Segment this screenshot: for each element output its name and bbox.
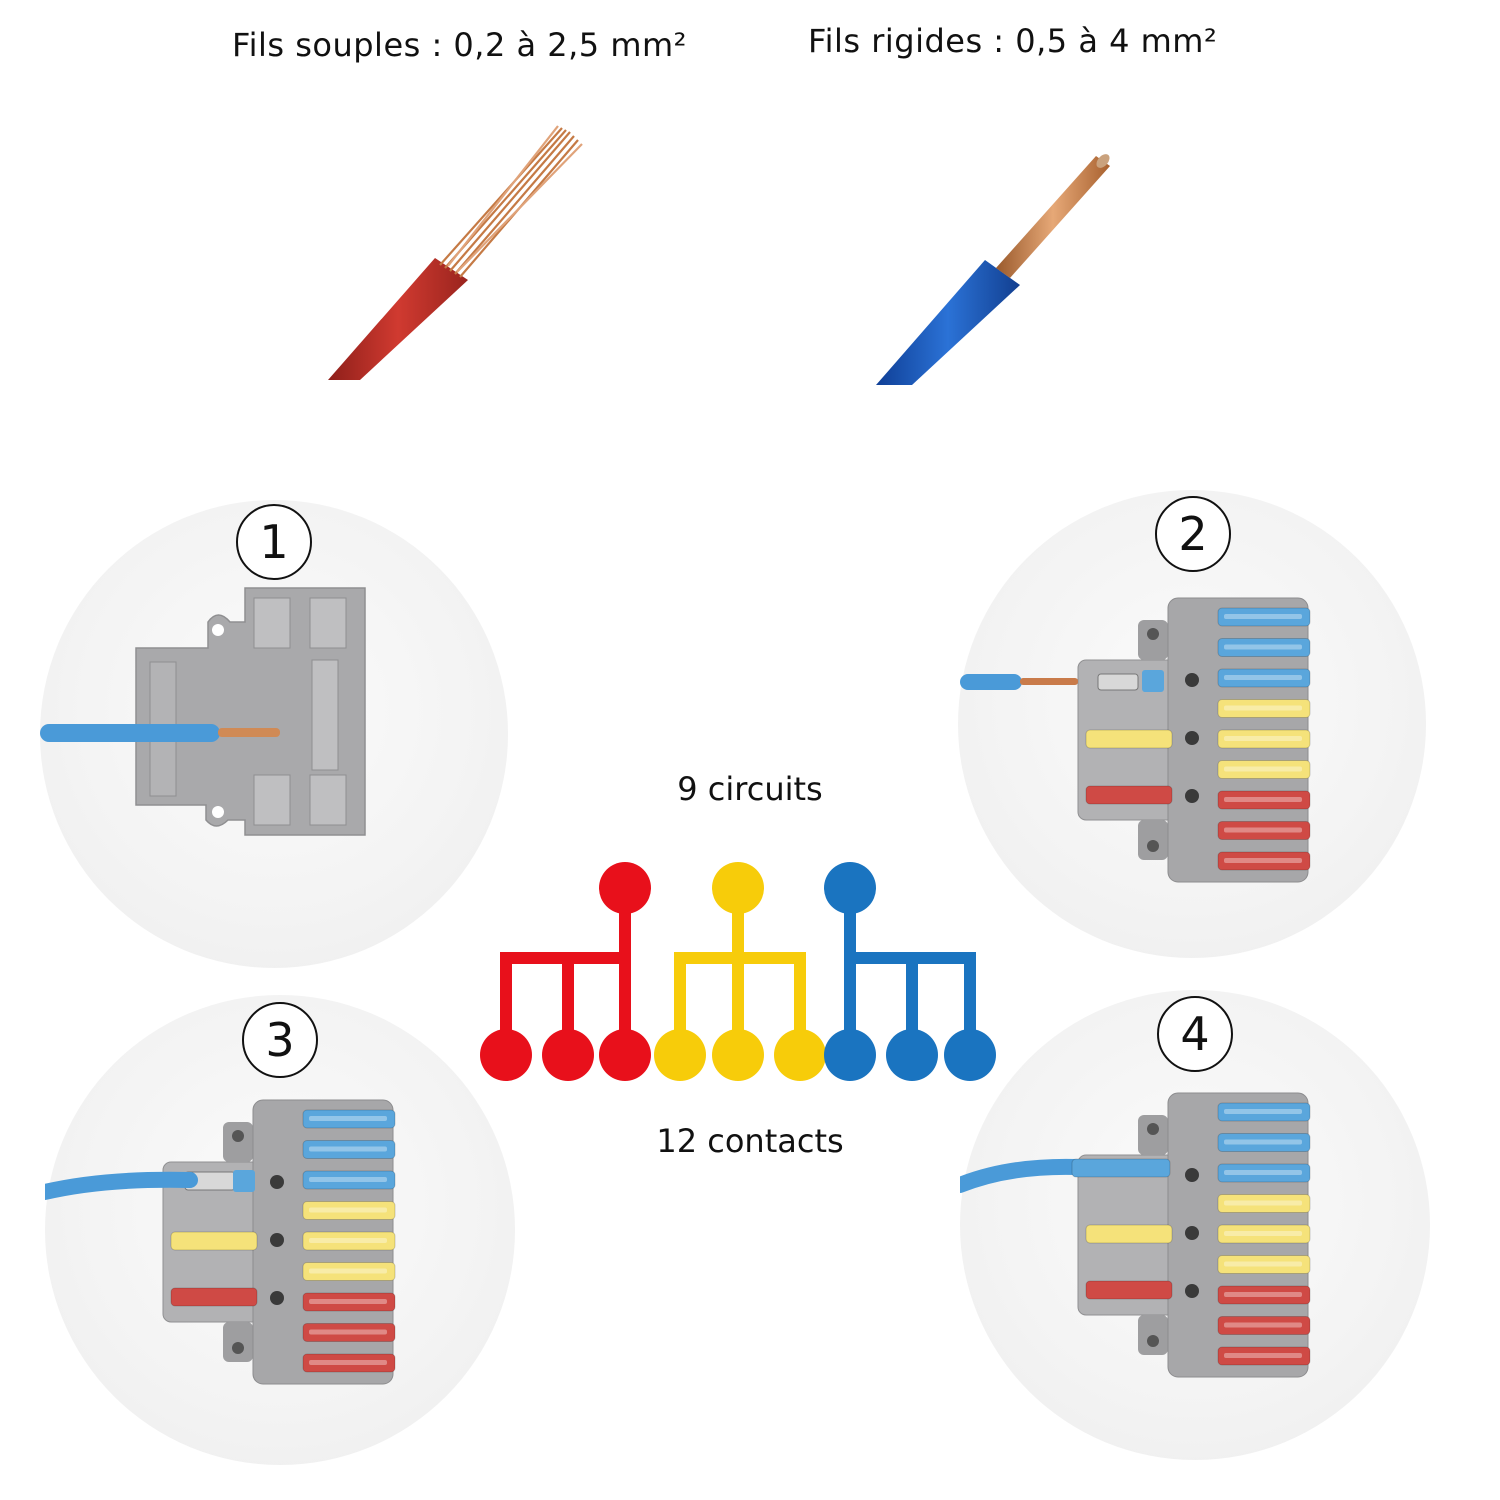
circuit-input-node — [712, 862, 764, 914]
output-lever — [1217, 1163, 1311, 1183]
output-lever — [1217, 1224, 1311, 1244]
stripped-conductor — [1020, 678, 1078, 685]
output-lever — [1217, 851, 1311, 871]
step-1-badge: 1 — [236, 504, 312, 580]
blue-wire — [960, 674, 1022, 690]
output-lever — [302, 1231, 396, 1251]
circuit-diagram — [480, 862, 996, 1081]
circuit-contact-node — [944, 1029, 996, 1081]
circuit-contact-node — [599, 1029, 651, 1081]
mount-hole — [1147, 1335, 1159, 1347]
red-insulation — [328, 258, 468, 380]
step-4-illustration — [960, 1092, 1311, 1378]
multi-lever-connector — [960, 1092, 1311, 1378]
output-lever — [1217, 1133, 1311, 1152]
input-lever-yellow — [1085, 1224, 1173, 1244]
flexible-wire-illustration — [328, 125, 583, 380]
contact-hole — [1185, 1284, 1199, 1298]
output-lever — [1217, 1102, 1311, 1122]
contact-hole — [270, 1175, 284, 1189]
circuit-contact-node — [824, 1029, 876, 1081]
circuit-contact-node — [712, 1029, 764, 1081]
contact-hole — [1185, 673, 1199, 687]
circuit-contact-node — [886, 1029, 938, 1081]
output-lever — [302, 1201, 396, 1220]
input-lever-red — [1085, 785, 1173, 805]
contact-hole — [1185, 789, 1199, 803]
input-lever-yellow — [170, 1231, 258, 1251]
output-lever — [1217, 729, 1311, 749]
circuit-contact-node — [480, 1029, 532, 1081]
mount-hole — [232, 1342, 244, 1354]
connector-rear-body — [135, 587, 366, 836]
output-lever — [302, 1323, 396, 1342]
circuit-group-2 — [654, 862, 826, 1081]
output-lever — [302, 1292, 396, 1312]
input-lever-red — [170, 1287, 258, 1307]
output-lever — [1217, 790, 1311, 810]
output-lever — [1217, 1316, 1311, 1335]
blue-wire — [45, 1171, 198, 1200]
contact-hole — [1185, 1168, 1199, 1182]
output-lever — [302, 1170, 396, 1190]
contact-hole — [1185, 731, 1199, 745]
lever-slot — [1097, 673, 1139, 691]
circuit-contact-node — [774, 1029, 826, 1081]
circuit-contact-node — [654, 1029, 706, 1081]
input-lever-red — [1085, 1280, 1173, 1300]
mount-hole — [1147, 1123, 1159, 1135]
blue-wire — [960, 1158, 1086, 1193]
blue-insulation — [876, 260, 1020, 385]
output-lever — [1217, 1255, 1311, 1274]
output-lever — [1217, 699, 1311, 718]
output-lever — [302, 1140, 396, 1159]
multi-lever-connector — [45, 1099, 396, 1385]
blue-wire — [40, 724, 220, 742]
contacts-label: 12 contacts — [656, 1122, 844, 1160]
circuits-label: 9 circuits — [677, 770, 823, 808]
solid-copper-conductor — [996, 156, 1110, 278]
output-lever — [302, 1109, 396, 1129]
input-lever-yellow — [1085, 729, 1173, 749]
flexible-wire-caption: Fils souples : 0,2 à 2,5 mm² — [232, 26, 687, 64]
output-lever — [1217, 668, 1311, 688]
input-lever-blue-open — [233, 1170, 255, 1192]
contact-hole — [270, 1291, 284, 1305]
rigid-wire-illustration — [876, 154, 1110, 385]
input-lever-blue-closed — [1071, 1158, 1171, 1178]
output-lever — [1217, 821, 1311, 840]
mount-hole — [232, 1130, 244, 1142]
step-2-illustration — [960, 597, 1311, 883]
circuit-contact-node — [542, 1029, 594, 1081]
stranded-copper-strands — [439, 125, 583, 278]
circuit-input-node — [824, 862, 876, 914]
output-lever — [302, 1353, 396, 1373]
rigid-wire-caption: Fils rigides : 0,5 à 4 mm² — [808, 22, 1218, 60]
multi-lever-connector — [960, 597, 1311, 883]
step-3-illustration — [45, 1099, 396, 1385]
contact-hole — [1185, 1226, 1199, 1240]
step-1-illustration — [40, 587, 366, 836]
contact-hole — [270, 1233, 284, 1247]
output-lever — [1217, 1346, 1311, 1366]
output-lever — [1217, 638, 1311, 657]
circuit-input-node — [599, 862, 651, 914]
step-3-badge: 3 — [242, 1002, 318, 1078]
step-4-badge: 4 — [1157, 996, 1233, 1072]
output-lever — [1217, 1285, 1311, 1305]
mount-hole — [1147, 840, 1159, 852]
step-2-badge: 2 — [1155, 496, 1231, 572]
mount-hole — [1147, 628, 1159, 640]
output-lever — [1217, 760, 1311, 779]
circuit-group-3 — [824, 862, 996, 1081]
circuit-group-1 — [480, 862, 651, 1081]
output-lever — [302, 1262, 396, 1281]
output-lever — [1217, 1194, 1311, 1213]
output-lever — [1217, 607, 1311, 627]
input-lever-blue-open — [1142, 670, 1164, 692]
